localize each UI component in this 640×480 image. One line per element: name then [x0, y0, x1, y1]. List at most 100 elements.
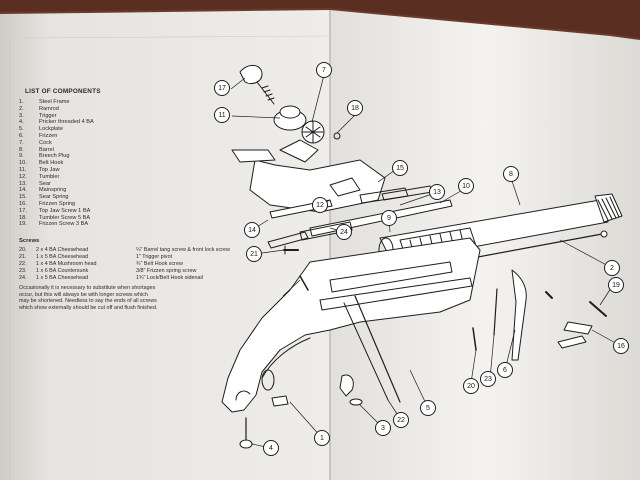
component-label: Frizzen Screw 3 BA: [39, 221, 89, 228]
component-number: 6.: [19, 132, 24, 139]
screw-number: 21.: [19, 254, 27, 260]
component-number: 2.: [19, 105, 24, 112]
callout-13: 13: [429, 184, 445, 200]
callout-number: 15: [396, 165, 404, 172]
screw-description: 1 x 5 BA Cheesehead: [36, 254, 89, 260]
callout-number: 21: [250, 251, 258, 258]
component-label: Top Jaw: [39, 166, 60, 173]
callout-circle: [312, 197, 328, 213]
callout-7: 7: [316, 62, 332, 78]
component-label: Top Jaw Screw 1 BA: [39, 207, 91, 214]
component-item: 9.Breech Plug: [19, 153, 94, 160]
component-number: 15.: [19, 194, 27, 201]
callout-number: 3: [381, 425, 385, 432]
callout-circle: [347, 100, 363, 116]
callout-23: 23: [480, 371, 496, 387]
callout-circle: [429, 184, 445, 200]
screw-description: 1 x 6 BA Countersunk: [36, 268, 89, 274]
callout-number: 4: [269, 445, 273, 452]
screw-number: 24.: [19, 275, 27, 281]
lock-assembly: [231, 105, 409, 249]
component-number: 11.: [19, 166, 27, 173]
component-number: 14.: [19, 187, 27, 194]
callout-number: 1: [320, 435, 324, 442]
component-label: Belt Hook: [39, 160, 64, 167]
component-number: 19.: [19, 221, 27, 228]
component-number: 4.: [19, 119, 24, 126]
component-number: 18.: [19, 214, 27, 221]
component-item: 3.Trigger: [19, 113, 94, 120]
callout-number: 22: [397, 417, 405, 424]
callout-circle: [244, 222, 260, 238]
component-item: 1. Steel Frame: [19, 99, 94, 106]
callout-22: 22: [393, 412, 409, 428]
callout-9: 9: [381, 210, 397, 226]
callout-16: 16: [613, 338, 629, 354]
component-item: 17. Top Jaw Screw 1 BA: [19, 208, 94, 215]
component-label: Lockplate: [39, 126, 63, 133]
component-number: 10.: [19, 160, 27, 167]
callout-circle: [420, 400, 436, 416]
screw-number: 23.: [19, 268, 27, 274]
callout-20: 20: [463, 378, 479, 394]
screw-use: ¼" Barrel tang screw & front lock screw: [136, 247, 230, 253]
screw-number: 20.: [19, 247, 27, 253]
callout-circle: [263, 440, 279, 456]
screw-description: 1 x 5 BA Cheesehead: [36, 275, 89, 281]
component-label: Steel Frame: [39, 99, 70, 105]
callout-circle: [497, 362, 513, 378]
screw-row: 23. 1 x 6 BA Countersunk 3/8" Frizzen spri…: [19, 268, 230, 275]
component-number: 8.: [19, 146, 24, 153]
component-number: 12.: [19, 173, 27, 180]
component-item: 2. Ramrod: [19, 106, 94, 113]
component-label: Barrel: [39, 146, 54, 153]
callout-circle: [463, 378, 479, 394]
callout-circle: [604, 260, 620, 276]
screw-use: 1¾" Lock/Belt Hook sidenail: [136, 275, 203, 281]
callout-14: 14: [244, 222, 260, 238]
component-label: Ramrod: [39, 105, 59, 112]
component-number: 16.: [19, 200, 27, 207]
callout-24: 24: [336, 224, 352, 240]
component-label: Tumbler Screw 5 BA: [39, 214, 91, 221]
component-number: 1.: [19, 99, 24, 105]
callout-circle: [458, 178, 474, 194]
callout-8: 8: [503, 166, 519, 182]
callout-number: 20: [467, 383, 475, 390]
component-number: 17.: [19, 207, 27, 214]
steel-frame-part: [221, 237, 481, 413]
component-item: 14. Mainspring: [19, 187, 94, 194]
callout-circle: [375, 420, 391, 436]
screw-description: 1 x 4 BA Mushroom head: [36, 261, 97, 267]
callout-number: 10: [462, 183, 470, 190]
callout-circle: [381, 210, 397, 226]
components-title: LIST OF COMPONENTS: [25, 88, 101, 95]
component-item: 10. Belt Hook: [19, 160, 94, 167]
screw-use: 3/8" Frizzen spring screw: [136, 268, 197, 274]
component-item: 5.Lockplate: [19, 126, 94, 133]
callout-number: 7: [322, 67, 326, 74]
component-item: 18. Tumbler Screw 5 BA: [19, 215, 94, 222]
component-label: Sear Spring: [39, 194, 69, 201]
component-item: 7.Cock: [19, 140, 94, 147]
substitution-note: Occasionally it is necessary to substitu…: [19, 285, 158, 311]
callout-circle: [392, 160, 408, 176]
callout-2: 2: [604, 260, 620, 276]
component-label: Mainspring: [39, 187, 67, 194]
callout-number: 19: [612, 282, 620, 289]
callout-circle: [608, 277, 624, 293]
callout-12: 12: [312, 197, 328, 213]
callout-number: 17: [218, 85, 226, 92]
callout-circle: [480, 371, 496, 387]
callout-number: 9: [387, 215, 391, 222]
callout-number: 18: [351, 105, 359, 112]
callout-4: 4: [263, 440, 279, 456]
callout-17: 17: [214, 80, 230, 96]
callout-6: 6: [497, 362, 513, 378]
callout-number: 2: [610, 265, 614, 272]
